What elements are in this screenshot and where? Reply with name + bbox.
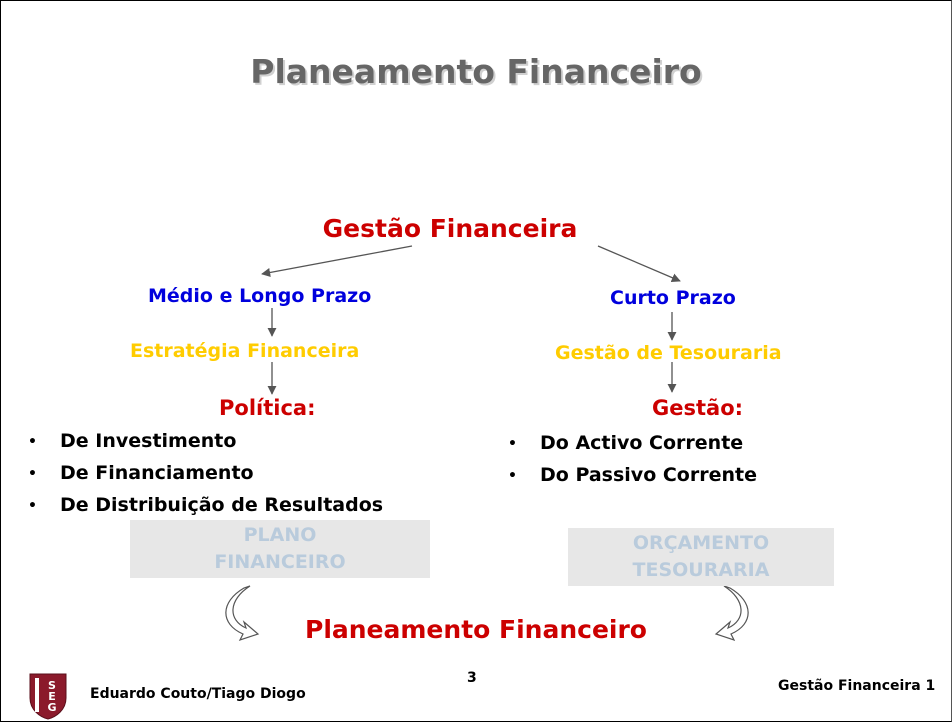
left-item-3: De Distribuição de Resultados bbox=[60, 494, 384, 516]
slide-title: Planeamento Financeiro bbox=[250, 52, 702, 91]
root-node: Gestão Financeira bbox=[322, 214, 578, 243]
right-horizon: Curto Prazo bbox=[610, 287, 736, 309]
left-heading: Política: bbox=[219, 396, 316, 420]
bullet-dot: • bbox=[508, 436, 517, 452]
svg-text:S: S bbox=[48, 679, 56, 692]
right-area: Gestão de Tesouraria bbox=[555, 342, 782, 364]
left-horizon: Médio e Longo Prazo bbox=[148, 285, 372, 307]
right-item-1: Do Activo Corrente bbox=[540, 432, 744, 454]
plano-line-1: PLANO bbox=[243, 524, 317, 546]
curved-arrow-left-icon bbox=[225, 585, 260, 642]
right-item-2: Do Passivo Corrente bbox=[540, 464, 757, 486]
iseg-logo-icon: S E G bbox=[29, 673, 67, 720]
footer-authors: Eduardo Couto/Tiago Diogo bbox=[90, 686, 306, 702]
bullet-dot: • bbox=[28, 434, 37, 450]
bullet-dot: • bbox=[508, 468, 517, 484]
footer-course: Gestão Financeira 1 bbox=[778, 678, 936, 694]
svg-text:G: G bbox=[47, 701, 56, 714]
arrow-root-right bbox=[597, 245, 681, 282]
bottom-label: Planeamento Financeiro bbox=[305, 615, 647, 644]
left-item-1: De Investimento bbox=[60, 430, 237, 452]
arrow-root-left bbox=[261, 245, 413, 277]
page-number: 3 bbox=[467, 670, 477, 686]
svg-text:E: E bbox=[48, 690, 56, 703]
plano-line-2: FINANCEIRO bbox=[214, 551, 346, 573]
orcamento-line-1: ORÇAMENTO bbox=[632, 532, 770, 554]
bullet-dot: • bbox=[28, 466, 37, 482]
left-area: Estratégia Financeira bbox=[130, 340, 360, 362]
curved-arrow-right-icon bbox=[714, 585, 749, 642]
right-heading: Gestão: bbox=[652, 396, 744, 420]
orcamento-line-2: TESOURARIA bbox=[632, 559, 770, 581]
orcamento-tesouraria-box bbox=[568, 528, 834, 586]
plano-financeiro-box bbox=[130, 520, 430, 578]
left-item-2: De Financiamento bbox=[60, 462, 254, 484]
bullet-dot: • bbox=[28, 498, 37, 514]
